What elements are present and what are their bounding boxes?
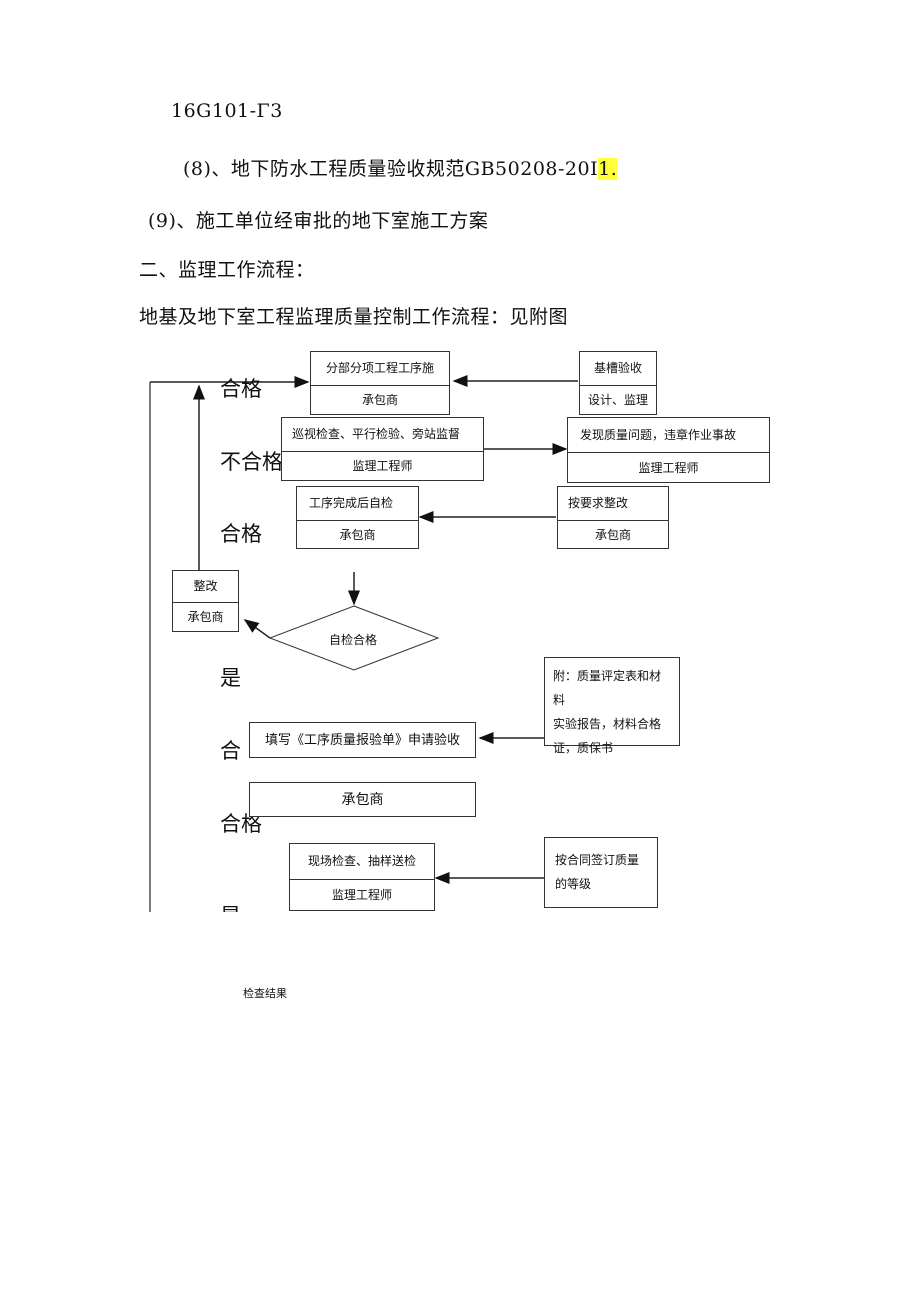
decision-diamond-label: 自检合格 — [329, 633, 378, 647]
box-self-check: 工序完成后自检 承包商 — [296, 486, 419, 549]
arrow-diamond-to-b7 — [243, 619, 271, 639]
box-attachments-line: 实验报告，材料合格 — [553, 717, 662, 731]
box-self-check-party: 承包商 — [339, 528, 376, 542]
box-rectify-required-party: 承包商 — [594, 528, 631, 542]
box-inspection: 巡视检查、平行检验、旁站监督 监理工程师 — [281, 417, 484, 481]
box-attachments-line: 证，质保书 — [553, 741, 614, 755]
reference-construction-plan: (9)、施工单位经审批的地下室施工方案 — [148, 210, 489, 232]
box-site-inspection: 现场检查、抽样送检 监理工程师 — [289, 843, 435, 911]
label-yes-cut: 是 — [220, 900, 241, 912]
box-attachments-line: 附：质量评定表和材料 — [553, 669, 662, 707]
box-quality-issue: 发现质量问题，违章作业事故 监理工程师 — [567, 417, 770, 483]
box-self-check-title: 工序完成后自检 — [297, 487, 418, 521]
flowchart-caption: 地基及地下室工程监理质量控制工作流程：见附图 — [139, 306, 569, 328]
highlighted-text: 1. — [598, 158, 618, 180]
box-attachments: 附：质量评定表和材料 实验报告，材料合格 证，质保书 — [544, 657, 680, 755]
box-rectify: 整改 承包商 — [172, 570, 239, 632]
box-site-inspection-party: 监理工程师 — [331, 888, 392, 902]
box-contractor: 承包商 — [249, 782, 476, 817]
reference-gb50208: (8)、地下防水工程质量验收规范GB50208-20I1. — [183, 154, 618, 181]
decision-diamond — [268, 605, 440, 671]
box-contract-grade-line: 的等级 — [555, 877, 592, 891]
box-quality-issue-party: 监理工程师 — [638, 461, 699, 475]
footer-inspection-result: 检查结果 — [243, 987, 287, 1000]
box-inspection-party: 监理工程师 — [352, 459, 413, 473]
box-foundation-acceptance-title: 基槽验收 — [580, 352, 656, 386]
box-construction-party: 承包商 — [361, 393, 398, 407]
box-inspection-title: 巡视检查、平行检验、旁站监督 — [282, 418, 483, 452]
label-yes: 是 — [220, 666, 241, 690]
box-construction-title: 分部分项工程工序施 — [311, 352, 449, 386]
box-contract-grade: 按合同签订质量 的等级 — [544, 837, 658, 908]
box-rectify-party: 承包商 — [187, 610, 224, 624]
box-construction: 分部分项工程工序施 承包商 — [310, 351, 450, 415]
box-inspection-request: 填写《工序质量报验单》申请验收 — [249, 722, 476, 758]
label-pass-partial: 合 — [220, 739, 241, 763]
box-site-inspection-title: 现场检查、抽样送检 — [290, 844, 434, 880]
section-heading: 二、监理工作流程： — [139, 259, 315, 281]
label-fail: 不合格 — [220, 450, 283, 474]
box-quality-issue-title: 发现质量问题，违章作业事故 — [568, 418, 769, 453]
box-rectify-title: 整改 — [173, 571, 238, 603]
box-rectify-required-title: 按要求整改 — [558, 487, 668, 521]
label-pass: 合格 — [220, 377, 262, 401]
box-foundation-acceptance: 基槽验收 设计、监理 — [579, 351, 657, 415]
reference-gb50208-text: (8)、地下防水工程质量验收规范GB50208-20I — [183, 158, 599, 180]
box-rectify-required: 按要求整改 承包商 — [557, 486, 669, 549]
label-pass: 合格 — [220, 522, 262, 546]
box-foundation-acceptance-party: 设计、监理 — [587, 393, 648, 407]
reference-16g101: 16G101-Γ3 — [171, 100, 283, 122]
box-contract-grade-line: 按合同签订质量 — [555, 853, 640, 867]
